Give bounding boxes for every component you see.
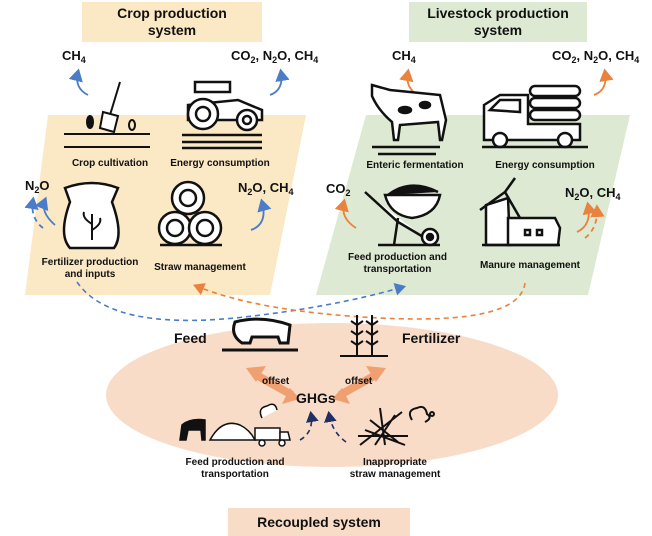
pig-icon	[222, 317, 298, 352]
offset-left-arrow	[246, 366, 300, 404]
straw-gas-label: N2O, CH4	[238, 180, 294, 197]
wheat-icon	[340, 315, 388, 357]
feed-transport-icon	[179, 403, 291, 447]
enteric-fermentation-label: Enteric fermentation	[366, 160, 464, 171]
straw-label-line1: Inappropriate	[363, 457, 427, 468]
fertilizer-label: Fertilizer production and inputs	[30, 257, 150, 281]
feed-label-line1: Feed production and	[348, 252, 447, 263]
straw-ghg-arrow	[324, 410, 347, 443]
cultivation-ch4-arrow	[68, 68, 89, 96]
inappropriate-straw-label: Inappropriate straw management	[345, 457, 445, 481]
ghgs-label: GHGs	[296, 390, 336, 406]
fertilizer-bag-icon	[62, 181, 120, 250]
crop-system-title: Crop production system	[82, 5, 262, 39]
shovel-seedlings-icon	[64, 81, 150, 148]
straw-management-label: Straw management	[154, 262, 246, 273]
fertilizer-n2o-arrow	[34, 196, 56, 226]
feed-label: Feed	[174, 330, 207, 346]
crop-energy-label: Energy consumption	[170, 158, 270, 169]
cultivation-gas-label: CH4	[62, 48, 86, 65]
feed-co2-label: CO2	[326, 181, 351, 198]
fertilizer-gas-label: N2O	[25, 178, 50, 195]
recoupled-title-box	[228, 508, 410, 536]
fertilizer-label-line2: and inputs	[64, 269, 116, 280]
crop-energy-gas-label: CO2, N2O, CH4	[231, 48, 319, 65]
tractor-icon	[182, 80, 264, 150]
livestock-energy-arrow	[593, 68, 614, 96]
hay-bales-icon	[157, 180, 223, 247]
fertilizer-label-line1: Fertilizer production	[41, 257, 139, 268]
crop-title-line1: Crop production	[117, 5, 227, 21]
feed-label-line2: transportation	[363, 264, 432, 275]
wheelbarrow-icon	[364, 184, 442, 247]
recoupled-feed-production-label: Feed production and transportation	[175, 457, 295, 481]
offset-left-label: offset	[262, 376, 290, 387]
recoupled-feed-line1: Feed production and	[185, 457, 285, 468]
crop-cultivation-label: Crop cultivation	[71, 158, 149, 169]
recoupled-feed-line2: transportation	[201, 469, 269, 480]
livestock-title-line1: Livestock production	[427, 5, 569, 21]
manure-management-label: Manure management	[479, 260, 581, 271]
livestock-system-panel	[316, 115, 630, 295]
crop-title-box	[82, 2, 262, 42]
cow-icon	[370, 83, 448, 156]
burning-straw-icon	[358, 405, 435, 446]
recoupled-system-title: Recoupled system	[257, 514, 381, 530]
feed-flow-arrow	[76, 281, 407, 322]
straw-emission-arrow	[250, 198, 272, 231]
feed-co2-arrow	[334, 198, 357, 229]
offset-right-arrow	[332, 366, 386, 404]
enteric-gas-label: CH4	[392, 48, 416, 65]
livestock-energy-gas-label: CO2, N2O, CH4	[552, 48, 640, 65]
crop-title-line2: system	[147, 22, 197, 38]
livestock-title-box	[409, 2, 587, 42]
straw-label-line2: straw management	[349, 469, 441, 480]
energy-emission-arrow	[269, 68, 290, 96]
feed-production-label: Feed production and transportation	[340, 252, 455, 276]
crop-system-panel	[25, 115, 306, 295]
barn-windmill-icon	[479, 177, 562, 247]
fertilizer-flow-label: Fertilizer	[402, 330, 461, 346]
livestock-title-line2: system	[473, 22, 523, 38]
manure-gas-label: N2O, CH4	[565, 185, 621, 202]
livestock-system-title: Livestock production system	[409, 5, 587, 39]
truck-icon	[482, 84, 588, 149]
fertilizer-flow-arrow	[193, 282, 526, 320]
fertilizer-n2o-dashed-arrow	[24, 196, 44, 229]
manure-emission-dashed-arrow	[584, 204, 605, 239]
manure-emission-arrow	[576, 201, 597, 233]
feed-ghg-arrow	[299, 410, 319, 441]
offset-right-label: offset	[345, 376, 373, 387]
livestock-energy-label: Energy consumption	[495, 160, 595, 171]
